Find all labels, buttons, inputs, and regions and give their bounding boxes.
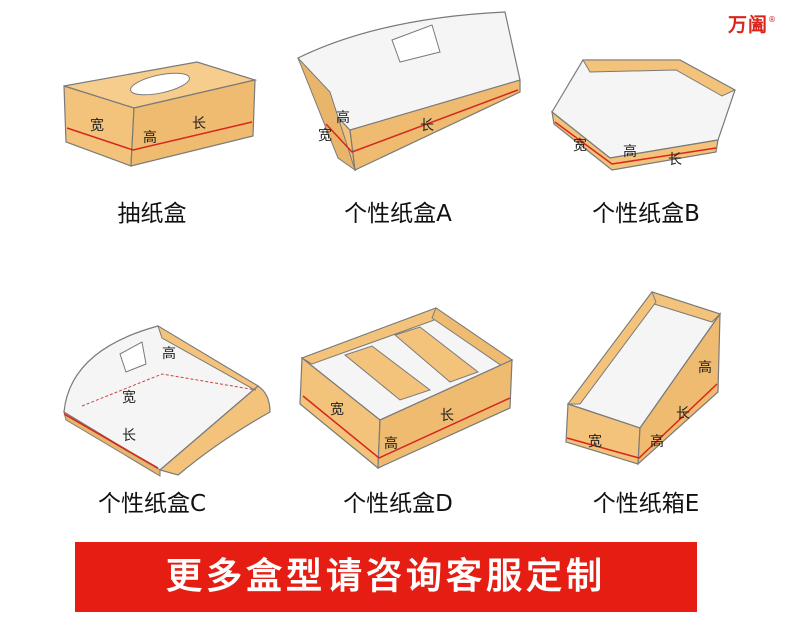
width-label: 宽	[90, 117, 104, 134]
height-label: 高	[143, 129, 157, 146]
custom-box-d-illustration: 宽 高 长	[299, 307, 514, 470]
length-label: 长	[668, 152, 682, 168]
caption-custom-carton-e: 个性纸箱E	[592, 491, 700, 517]
width-label: 宽	[573, 137, 587, 154]
height-label: 高	[623, 143, 637, 160]
height-label: 高	[336, 109, 350, 126]
caption-custom-box-c: 个性纸盒C	[97, 491, 207, 517]
caption-custom-box-d: 个性纸盒D	[343, 491, 453, 517]
registered-mark: ®	[768, 14, 778, 24]
tissue-box-illustration: 宽 高 长	[63, 61, 258, 167]
caption-custom-box-a: 个性纸盒A	[344, 201, 452, 227]
length-label: 长	[420, 118, 434, 134]
width-label: 宽	[318, 127, 332, 144]
custom-box-e-illustration: 宽 高 高 长	[565, 290, 721, 466]
length-label: 长	[676, 406, 690, 422]
banner-text: 更多盒型请咨询客服定制	[165, 556, 606, 597]
width-label: 宽	[122, 389, 136, 406]
caption-tissue-box: 抽纸盒	[117, 201, 187, 227]
custom-box-a-illustration: 宽 高 长	[297, 11, 521, 172]
width-label: 宽	[330, 401, 344, 418]
custom-box-b-illustration: 宽 高 长	[551, 59, 737, 171]
length-label: 长	[192, 116, 206, 132]
length-label: 长	[122, 428, 136, 444]
length-label: 长	[440, 408, 454, 424]
height-label: 高	[384, 435, 398, 452]
caption-custom-box-b: 个性纸盒B	[592, 201, 700, 227]
width-label: 宽	[588, 433, 602, 450]
brand-name: 万阖	[728, 14, 769, 36]
box-illustrations: 宽 高 长 宽 高 长 宽 高 长 宽 高 长	[63, 11, 737, 477]
height-label-side: 高	[698, 359, 712, 376]
height-label: 高	[162, 345, 176, 362]
brand-logo: 万阖®	[728, 10, 777, 37]
height-label-front: 高	[650, 433, 664, 450]
custom-box-c-illustration: 宽 高 长	[63, 324, 271, 477]
custom-order-banner[interactable]: 更多盒型请咨询客服定制	[75, 542, 697, 612]
